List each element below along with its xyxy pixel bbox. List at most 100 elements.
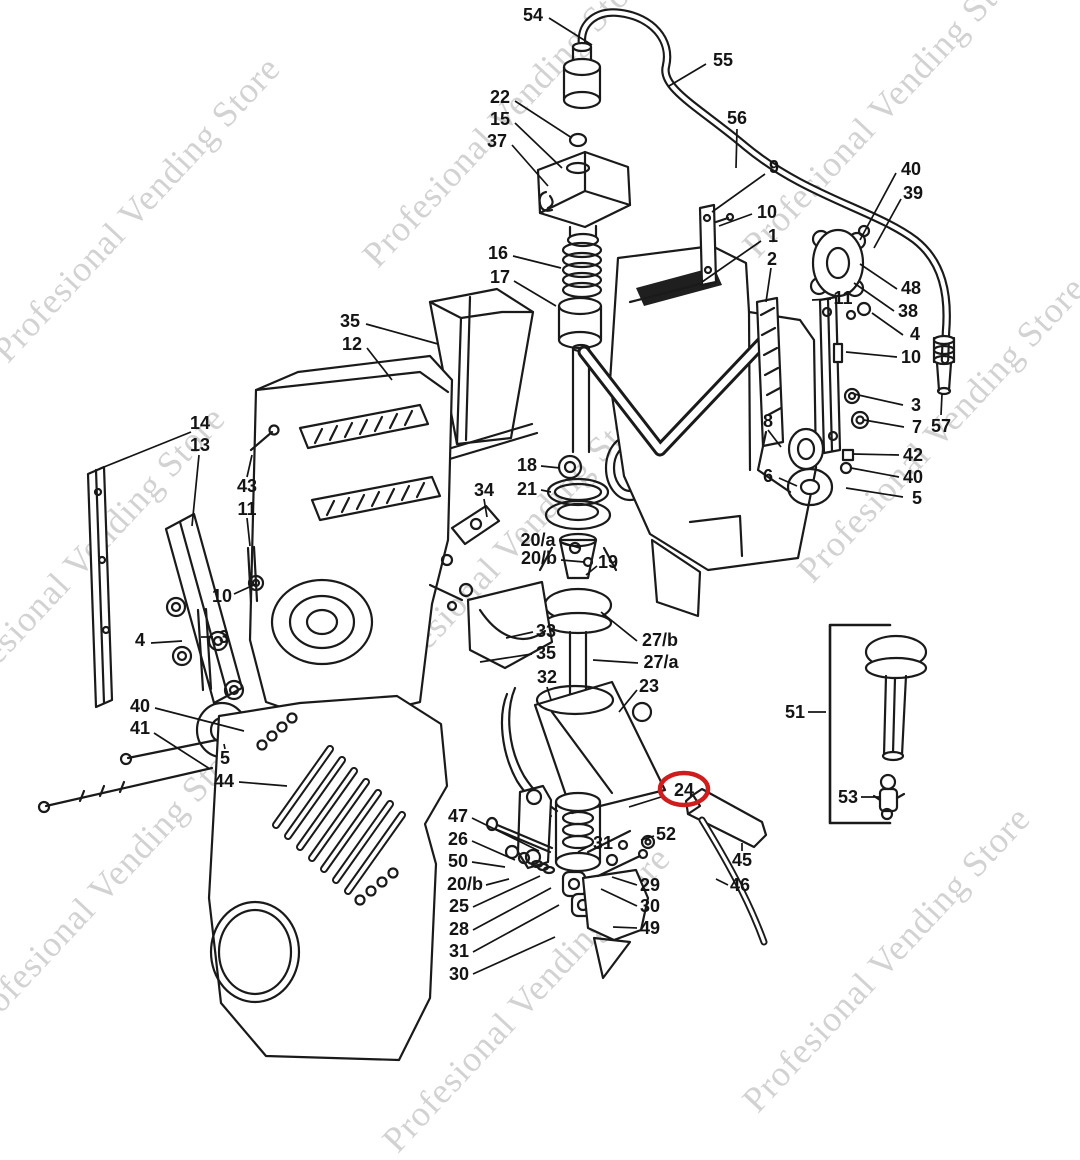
leader-line-21-39 bbox=[540, 489, 552, 493]
leader-line-10-16 bbox=[845, 351, 898, 358]
leader-line-31-69 bbox=[577, 844, 592, 853]
part-label-12-24: 12 bbox=[342, 334, 362, 354]
leader-line-55-1 bbox=[668, 63, 707, 87]
leader-line-28-66 bbox=[472, 887, 552, 931]
part-label-27a-48: 27/a bbox=[643, 652, 679, 672]
leader-line-43-27 bbox=[246, 454, 253, 478]
leader-line-7-18 bbox=[863, 419, 905, 428]
part-label-3-30: 3 bbox=[219, 627, 229, 647]
part-label-18-38: 18 bbox=[517, 455, 537, 475]
leader-line-3-17 bbox=[853, 393, 904, 406]
inset-tamper bbox=[828, 623, 928, 825]
part-label-19-43: 19 bbox=[598, 552, 618, 572]
part-label-42-20: 42 bbox=[903, 445, 923, 465]
pump-block-assembly bbox=[536, 132, 632, 454]
part-label-53-53: 53 bbox=[838, 787, 858, 807]
leader-line-5-34 bbox=[223, 743, 226, 750]
leader-line-39-11 bbox=[873, 198, 902, 249]
part-label-57-19: 57 bbox=[931, 416, 951, 436]
part-label-14-25: 14 bbox=[190, 413, 210, 433]
part-label-3-17: 3 bbox=[911, 395, 921, 415]
leader-line-17-37 bbox=[513, 280, 557, 307]
part-label-26-62: 26 bbox=[448, 829, 468, 849]
part-label-7-18: 7 bbox=[912, 417, 922, 437]
part-label-29-58: 29 bbox=[640, 875, 660, 895]
leader-line-6-51 bbox=[778, 477, 798, 487]
part-label-21-39: 21 bbox=[517, 479, 537, 499]
leader-line-34-40 bbox=[483, 498, 488, 518]
leader-line-40-10 bbox=[859, 172, 897, 241]
leader-line-40-32 bbox=[154, 707, 245, 732]
part-label-23-49: 23 bbox=[639, 676, 659, 696]
part-label-20a-41: 20/a bbox=[520, 530, 556, 550]
highlight-circle-24 bbox=[657, 770, 711, 808]
leader-line-27a-48 bbox=[592, 659, 639, 664]
leader-line-25-65 bbox=[472, 875, 541, 908]
part-label-8-50: 8 bbox=[763, 411, 773, 431]
part-label-32-46: 32 bbox=[537, 667, 557, 687]
part-label-43-27: 43 bbox=[237, 476, 257, 496]
part-label-10-29: 10 bbox=[212, 586, 232, 606]
part-label-41-33: 41 bbox=[130, 718, 150, 738]
leader-line-38-13 bbox=[853, 282, 895, 312]
part-label-22-2: 22 bbox=[490, 87, 510, 107]
part-label-31-67: 31 bbox=[449, 941, 469, 961]
leader-line-52-55 bbox=[640, 835, 655, 841]
part-label-48-12: 48 bbox=[901, 278, 921, 298]
leader-line-11-28 bbox=[246, 517, 251, 547]
leader-line-54-0 bbox=[548, 17, 593, 46]
leader-line-4-31 bbox=[150, 640, 183, 644]
part-label-11-28: 11 bbox=[237, 499, 256, 519]
part-label-11-15: 11 bbox=[833, 288, 852, 308]
leader-line-5-22 bbox=[845, 487, 904, 498]
part-label-40-32: 40 bbox=[130, 696, 150, 716]
hopper bbox=[428, 287, 539, 463]
leader-line-47-61 bbox=[471, 817, 540, 852]
leader-line-26-62 bbox=[471, 840, 516, 861]
leader-line-27b-47 bbox=[600, 611, 638, 642]
part-label-39-11: 39 bbox=[903, 183, 923, 203]
part-label-27b-47: 27/b bbox=[642, 630, 678, 650]
part-label-44-35: 44 bbox=[214, 771, 234, 791]
leader-line-35-23 bbox=[365, 323, 439, 345]
hose-assembly bbox=[562, 8, 956, 396]
leader-line-49-60 bbox=[612, 926, 638, 929]
leader-line-24-54 bbox=[628, 796, 662, 808]
part-label-10-16: 10 bbox=[901, 347, 921, 367]
part-label-40-21: 40 bbox=[903, 467, 923, 487]
part-label-20b-64: 20/b bbox=[447, 874, 483, 894]
leader-line-1-8 bbox=[701, 240, 762, 283]
part-label-46-57: 46 bbox=[730, 875, 750, 895]
leader-line-56-5 bbox=[735, 128, 738, 169]
leader-line-2-9 bbox=[765, 267, 772, 303]
leader-line-41-33 bbox=[153, 732, 211, 770]
part-label-20b-42: 20/b bbox=[521, 548, 557, 568]
flange-and-hardware bbox=[756, 224, 872, 507]
leader-line-20b-64 bbox=[485, 878, 510, 886]
leader-line-40-21 bbox=[850, 467, 900, 478]
part-label-38-13: 38 bbox=[898, 301, 918, 321]
part-label-40-10: 40 bbox=[901, 159, 921, 179]
part-label-52-55: 52 bbox=[656, 824, 676, 844]
leader-line-29-58 bbox=[611, 876, 638, 886]
leader-line-37-4 bbox=[511, 144, 549, 187]
lower-linkage-assembly bbox=[485, 784, 768, 980]
leader-line-57-19 bbox=[940, 393, 943, 416]
part-label-6-51: 6 bbox=[763, 466, 773, 486]
part-label-37-4: 37 bbox=[487, 131, 507, 151]
leader-line-10-29 bbox=[233, 583, 257, 595]
leader-line-33-44 bbox=[505, 631, 534, 639]
part-label-24-54: 24 bbox=[674, 780, 694, 800]
leader-line-30-68 bbox=[472, 936, 556, 975]
part-label-4-31: 4 bbox=[135, 630, 145, 650]
leader-line-32-46 bbox=[546, 686, 552, 701]
leader-line-14-25 bbox=[98, 431, 192, 470]
part-label-35-45: 35 bbox=[536, 643, 556, 663]
leader-line-20b-42 bbox=[560, 559, 585, 563]
leader-line-31-67 bbox=[472, 904, 560, 953]
leader-line-4-14 bbox=[871, 312, 904, 336]
part-label-1-8: 1 bbox=[768, 226, 778, 246]
part-label-2-9: 2 bbox=[767, 249, 777, 269]
